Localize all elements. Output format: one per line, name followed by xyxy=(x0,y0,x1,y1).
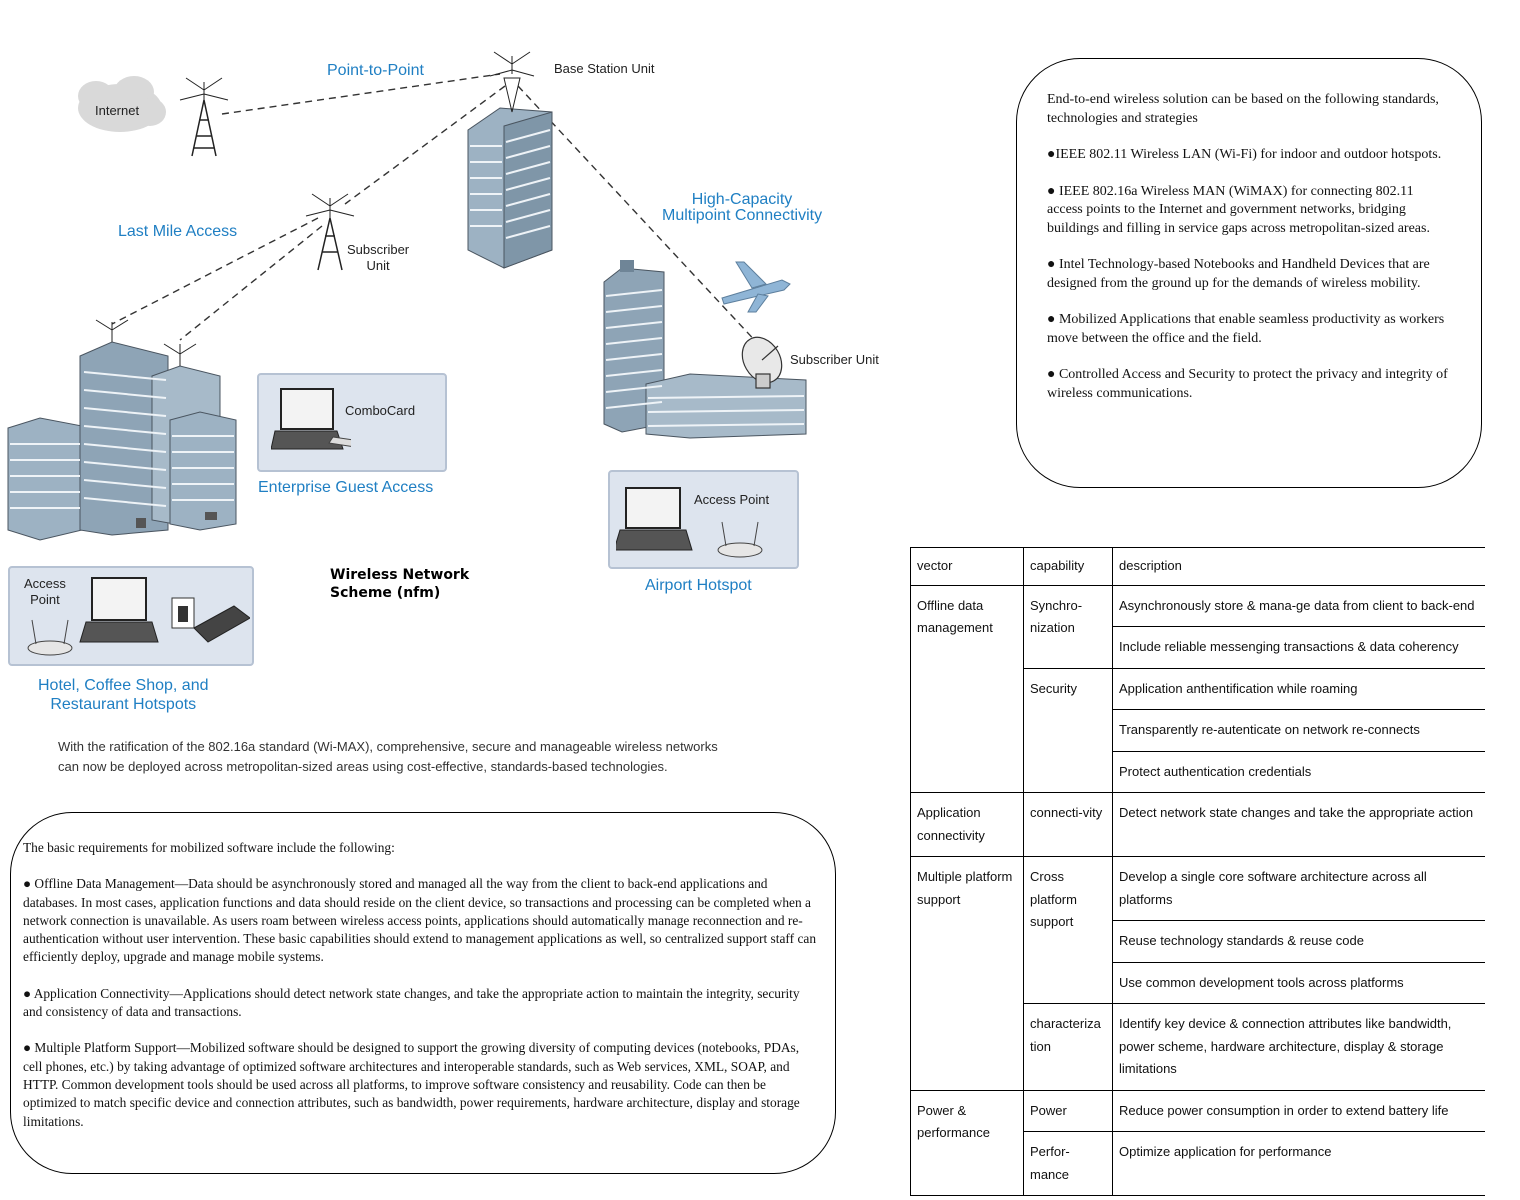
subscriber-tower-icon xyxy=(305,193,355,271)
description-cell: Reuse technology standards & reuse code xyxy=(1112,920,1485,963)
wireless-links xyxy=(111,73,761,347)
requirements-intro: The basic requirements for mobilized sof… xyxy=(23,840,395,855)
capability-cell: Cross platform support xyxy=(1023,856,1113,1004)
airport-hotspot-label: Airport Hotspot xyxy=(645,577,752,594)
table-row: Include reliable messenging transactions… xyxy=(911,626,1485,669)
network-illustration xyxy=(7,51,807,541)
standards-item: ● Mobilized Applications that enable sea… xyxy=(1047,312,1445,346)
antenna-tower-icon xyxy=(179,77,229,157)
standards-item: ●IEEE 802.11 Wireless LAN (Wi-Fi) for in… xyxy=(1047,147,1442,162)
airplane-icon xyxy=(721,261,791,313)
capability-cell: Security xyxy=(1023,667,1113,793)
table-row: Application connectivity connecti-vity D… xyxy=(910,792,1485,857)
internet-cloud-icon xyxy=(78,76,166,132)
hotel-devices-icon xyxy=(27,577,250,656)
subscriber-unit-label: Subscriber Unit xyxy=(347,242,410,273)
combocard-panel: ComboCard xyxy=(257,373,447,472)
access-point-hotel-label: Access Point xyxy=(24,576,66,607)
laptop-and-access-point-icon xyxy=(616,487,763,558)
table-row: Multiple platform support Cross platform… xyxy=(910,856,1485,1091)
description-cell: Identify key device & connection attribu… xyxy=(1112,1003,1485,1091)
capability-cell: Synchro-nization xyxy=(1023,584,1113,669)
standards-item: ● Controlled Access and Security to prot… xyxy=(1047,367,1448,401)
table-row: Reuse technology standards & reuse code xyxy=(911,920,1485,963)
requirements-item: ● Multiple Platform Support—Mobilized so… xyxy=(23,1040,800,1129)
header-vector: vector xyxy=(910,547,1024,586)
combocard-label: ComboCard xyxy=(345,403,416,418)
subscriber-unit-airport-label: Subscriber Unit xyxy=(790,352,879,367)
diagram-caption: With the ratification of the 802.16a sta… xyxy=(58,739,718,774)
requirements-item: ● Offline Data Management—Data should be… xyxy=(23,876,817,965)
high-capacity-label: High-Capacity Multipoint Connectivity xyxy=(662,191,823,224)
description-cell: Transparently re-autenticate on network … xyxy=(1112,709,1485,752)
table-row: Transparently re-autenticate on network … xyxy=(911,709,1485,752)
capability-table: vector capability description Offline da… xyxy=(910,547,1485,1196)
vector-cell: Multiple platform support xyxy=(910,856,1024,1091)
hotel-hotspots-label: Hotel, Coffee Shop, and Restaurant Hotsp… xyxy=(38,677,209,713)
description-cell: Detect network state changes and take th… xyxy=(1112,792,1485,857)
laptop-icon xyxy=(271,388,351,450)
vector-cell: Offline data management xyxy=(910,584,1024,793)
standards-box: End-to-end wireless solution can be base… xyxy=(1016,58,1482,488)
table-row: Use common development tools across plat… xyxy=(911,961,1485,1004)
table-row: Protect authentication credentials xyxy=(911,750,1485,793)
last-mile-label: Last Mile Access xyxy=(118,223,238,240)
airport-buildings xyxy=(603,260,807,439)
description-cell: Use common development tools across plat… xyxy=(1112,961,1485,1004)
vector-cell: Application connectivity xyxy=(910,792,1024,857)
table-row: Power & performance Power Reduce power c… xyxy=(910,1089,1485,1196)
table-row: characteriza tion Identify key device & … xyxy=(911,1003,1485,1091)
capability-cell: Perfor-mance xyxy=(1023,1131,1113,1196)
header-description: description xyxy=(1112,547,1485,586)
vector-cell: Power & performance xyxy=(910,1089,1024,1196)
description-cell: Develop a single core software architect… xyxy=(1112,856,1485,921)
internet-label: Internet xyxy=(95,103,140,118)
description-cell: Application anthentification while roami… xyxy=(1112,667,1485,710)
table-row: Security Application anthentification wh… xyxy=(911,667,1485,793)
standards-item: ● IEEE 802.16a Wireless MAN (WiMAX) for … xyxy=(1047,183,1430,236)
access-point-airport-label: Access Point xyxy=(694,492,770,507)
header-capability: capability xyxy=(1023,547,1113,586)
base-station-building xyxy=(467,51,553,269)
table-row: Offline data management Synchro-nization… xyxy=(910,584,1485,793)
wireless-network-diagram: Internet Point-to-Point Base Station Uni… xyxy=(0,0,900,790)
capability-cell: Power xyxy=(1023,1089,1113,1132)
point-to-point-label: Point-to-Point xyxy=(327,62,424,79)
scheme-title: Wireless Network Scheme (nfm) xyxy=(330,567,470,601)
hotel-panel: Access Point xyxy=(8,566,254,666)
capability-cell: characteriza tion xyxy=(1023,1003,1113,1091)
description-cell: Protect authentication credentials xyxy=(1112,750,1485,793)
description-cell: Optimize application for performance xyxy=(1112,1131,1485,1196)
capability-cell: connecti-vity xyxy=(1023,792,1113,857)
airport-panel: Access Point xyxy=(608,470,799,569)
office-buildings xyxy=(7,319,237,541)
requirements-box: The basic requirements for mobilized sof… xyxy=(10,812,836,1174)
satellite-dish-icon xyxy=(741,336,783,389)
base-station-label: Base Station Unit xyxy=(554,61,655,76)
table-row: Perfor-mance Optimize application for pe… xyxy=(911,1131,1485,1196)
description-cell: Asynchronously store & mana-ge data from… xyxy=(1112,584,1485,627)
standards-item: ● Intel Technology-based Notebooks and H… xyxy=(1047,257,1430,291)
table-header-row: vector capability description xyxy=(910,547,1485,586)
description-cell: Reduce power consumption in order to ext… xyxy=(1112,1089,1485,1132)
description-cell: Include reliable messenging transactions… xyxy=(1112,626,1485,669)
standards-intro: End-to-end wireless solution can be base… xyxy=(1047,92,1439,126)
enterprise-guest-access-label: Enterprise Guest Access xyxy=(258,479,434,496)
requirements-item: ● Application Connectivity—Applications … xyxy=(23,985,800,1020)
